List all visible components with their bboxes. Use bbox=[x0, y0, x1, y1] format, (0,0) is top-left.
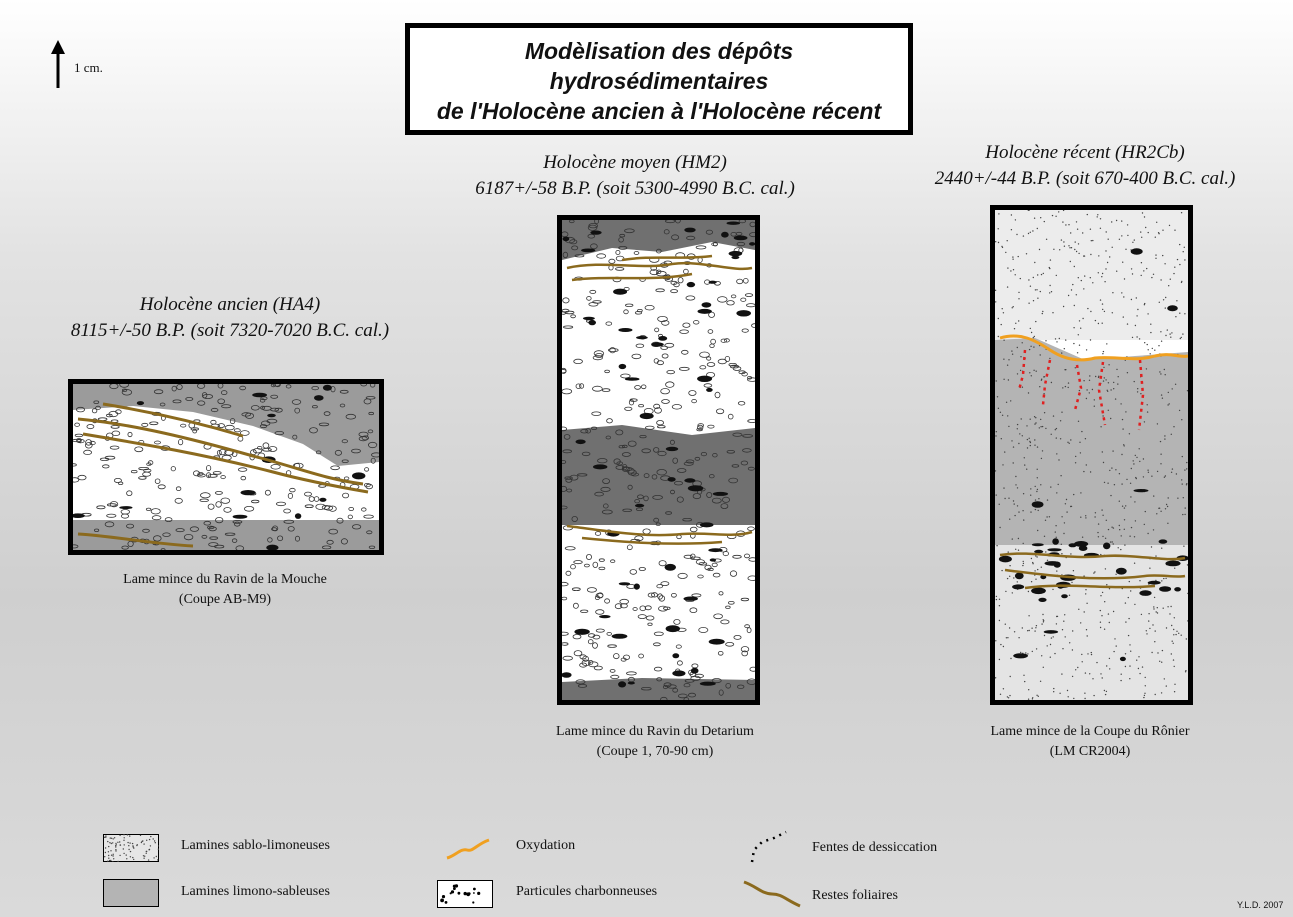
thin-section-ravin-mouche bbox=[68, 379, 384, 555]
grey-layer-middle bbox=[995, 338, 1188, 545]
panel-2-caption-line-2: (Coupe 1, 70-90 cm) bbox=[596, 744, 714, 759]
scale-arrow-icon bbox=[51, 40, 65, 88]
diagram-title: Modèlisation des dépôts hydrosédimentair… bbox=[405, 23, 913, 135]
credit-label: Y.L.D. 2007 bbox=[1237, 900, 1284, 910]
title-line-1: Modèlisation des dépôts bbox=[524, 38, 794, 64]
desiccation-cracks bbox=[1017, 349, 1145, 431]
light-stipple-layer-top bbox=[995, 210, 1188, 340]
oxidation-icon bbox=[446, 838, 490, 860]
scale-label: 1 cm. bbox=[74, 60, 103, 75]
sand-grain-texture bbox=[562, 220, 755, 700]
panel-2-header: Holocène moyen (HM2) 6187+/-58 B.P. (soi… bbox=[430, 150, 840, 202]
panel-1-caption: Lame mince du Ravin de la Mouche (Coupe … bbox=[70, 570, 380, 610]
title-line-2: hydrosédimentaires bbox=[549, 68, 769, 94]
panel-2-period: Holocène moyen (HM2) bbox=[543, 152, 727, 173]
panel-1-date: 8115+/-50 B.P. (soit 7320-7020 B.C. cal.… bbox=[70, 320, 390, 341]
panel-3-header: Holocène récent (HR2Cb) 2440+/-44 B.P. (… bbox=[885, 140, 1285, 192]
legend-swatch-particules bbox=[437, 880, 493, 908]
oxidation-line bbox=[999, 334, 1188, 362]
legend-label-restes-foliaires: Restes foliaires bbox=[812, 888, 898, 903]
leaf-remains-icon bbox=[743, 880, 801, 908]
desiccation-crack-icon bbox=[750, 830, 787, 863]
panel-1-period: Holocène ancien (HA4) bbox=[139, 294, 321, 315]
leaf-remains bbox=[77, 402, 369, 548]
panel-3-caption-line-1: Lame mince de la Coupe du Rônier bbox=[990, 724, 1190, 739]
legend-label-limono-sableuses: Lamines limono-sableuses bbox=[181, 884, 330, 899]
charcoal-particles bbox=[73, 384, 366, 550]
panel-2-caption: Lame mince du Ravin du Detarium (Coupe 1… bbox=[500, 722, 810, 762]
panel-1-caption-line-2: (Coupe AB-M9) bbox=[178, 592, 272, 607]
title-line-3: de l'Holocène ancien à l'Holocène récent bbox=[436, 98, 882, 124]
charcoal-particles bbox=[562, 221, 755, 688]
dark-layer-middle bbox=[562, 425, 755, 525]
leaf-remains bbox=[999, 552, 1186, 590]
panel-2-caption-line-1: Lame mince du Ravin du Detarium bbox=[556, 724, 754, 739]
panel-3-date: 2440+/-44 B.P. (soit 670-400 B.C. cal.) bbox=[934, 168, 1236, 189]
panel-3-period: Holocène récent (HR2Cb) bbox=[985, 142, 1185, 163]
thin-section-coupe-ronier bbox=[990, 205, 1193, 705]
legend-swatch-limono-sableuses bbox=[103, 879, 159, 907]
panel-3-caption-line-2: (LM CR2004) bbox=[1049, 744, 1131, 759]
panel-1-caption-line-1: Lame mince du Ravin de la Mouche bbox=[123, 572, 327, 587]
panel-3-caption: Lame mince de la Coupe du Rônier (LM CR2… bbox=[935, 722, 1245, 762]
legend-label-oxydation: Oxydation bbox=[516, 838, 576, 853]
dark-layer-top bbox=[562, 220, 755, 260]
leaf-remains bbox=[566, 254, 753, 545]
legend-label-particules: Particules charbonneuses bbox=[516, 884, 658, 899]
panel-2-date: 6187+/-58 B.P. (soit 5300-4990 B.C. cal.… bbox=[475, 178, 795, 199]
legend-swatch-sablo-limoneuses bbox=[103, 834, 159, 862]
thin-section-ravin-detarium bbox=[557, 215, 760, 705]
grey-layer-top bbox=[73, 384, 379, 466]
light-stipple-layer-bottom bbox=[995, 545, 1188, 700]
legend-label-fentes: Fentes de dessiccation bbox=[812, 840, 938, 855]
legend-label-sablo-limoneuses: Lamines sablo-limoneuses bbox=[181, 838, 330, 853]
panel-1-header: Holocène ancien (HA4) 8115+/-50 B.P. (so… bbox=[20, 292, 440, 344]
